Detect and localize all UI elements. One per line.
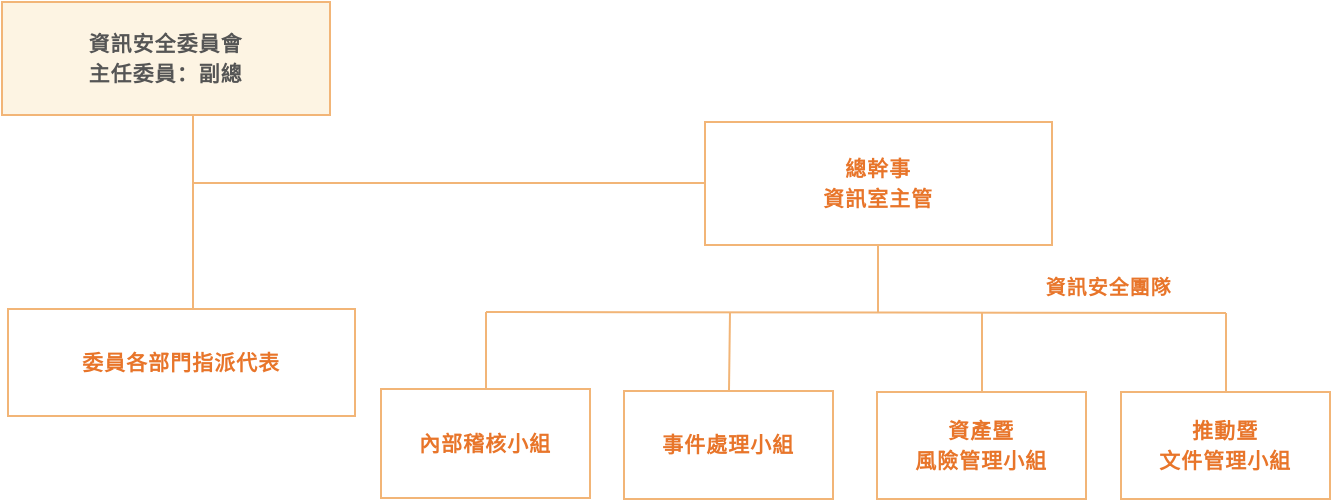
branch-line-incident: [728, 311, 731, 391]
group-risk-line1: 資產暨: [948, 418, 1015, 443]
committee-chair: 主任委員：副總: [89, 61, 243, 86]
group-audit-label: 內部稽核小組: [419, 431, 552, 456]
security-team-label: 資訊安全團隊: [1046, 275, 1172, 299]
secretary-title: 總幹事: [845, 156, 912, 181]
group-box-audit: 內部稽核小組: [380, 388, 591, 499]
group-box-docs: 推動暨 文件管理小組: [1120, 391, 1331, 500]
committee-box: 資訊安全委員會 主任委員：副總: [1, 1, 331, 116]
group-docs-line1: 推動暨: [1192, 418, 1259, 443]
dept-reps-label: 委員各部門指派代表: [82, 350, 281, 375]
group-box-risk: 資產暨 風險管理小組: [876, 391, 1087, 500]
team-bus-line: [485, 311, 1227, 314]
group-docs-line2: 文件管理小組: [1159, 448, 1292, 473]
committee-title: 資訊安全委員會: [89, 31, 243, 56]
secretary-box: 總幹事 資訊室主管: [704, 121, 1053, 246]
group-risk-line2: 風險管理小組: [915, 448, 1048, 473]
secretary-role: 資訊室主管: [823, 186, 934, 211]
group-box-incident: 事件處理小組: [623, 390, 834, 500]
dept-reps-box: 委員各部門指派代表: [7, 308, 356, 417]
group-incident-label: 事件處理小組: [662, 433, 795, 457]
